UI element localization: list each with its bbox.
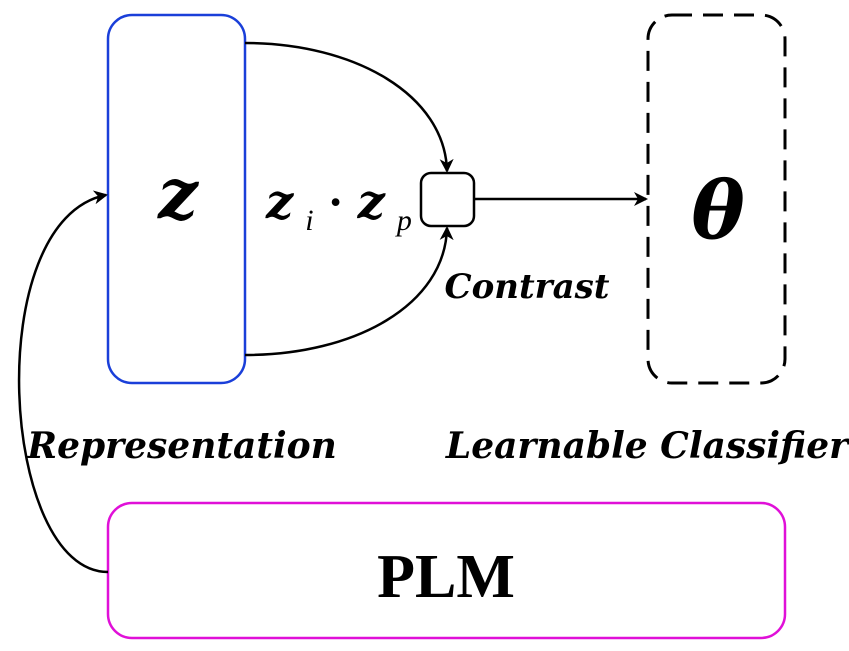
plm-label: PLM [377,543,515,611]
formula-lhs-subscript: i [305,204,313,237]
representation-symbol: z [156,152,199,235]
arrow-rep-bottom-to-contrast [244,226,454,357]
representation-box [106,13,247,385]
similarity-formula: z i · z p [265,174,412,241]
formula-operator: · [328,176,344,229]
classifier-symbol: θ [691,163,745,257]
contrast-node [419,171,476,228]
classifier-box [646,13,787,385]
formula-lhs-symbol: z [265,174,295,230]
classifier-caption: Learnable Classifier [445,425,849,467]
arrow-plm-to-representation [17,190,109,574]
plm-box [106,501,787,640]
representation-caption: Representation [26,425,337,467]
formula-rhs-subscript: p [395,204,412,237]
contrast-caption: Contrast [445,267,610,307]
formula-rhs-symbol: z [357,174,387,230]
arrow-rep-top-to-contrast [244,41,454,173]
